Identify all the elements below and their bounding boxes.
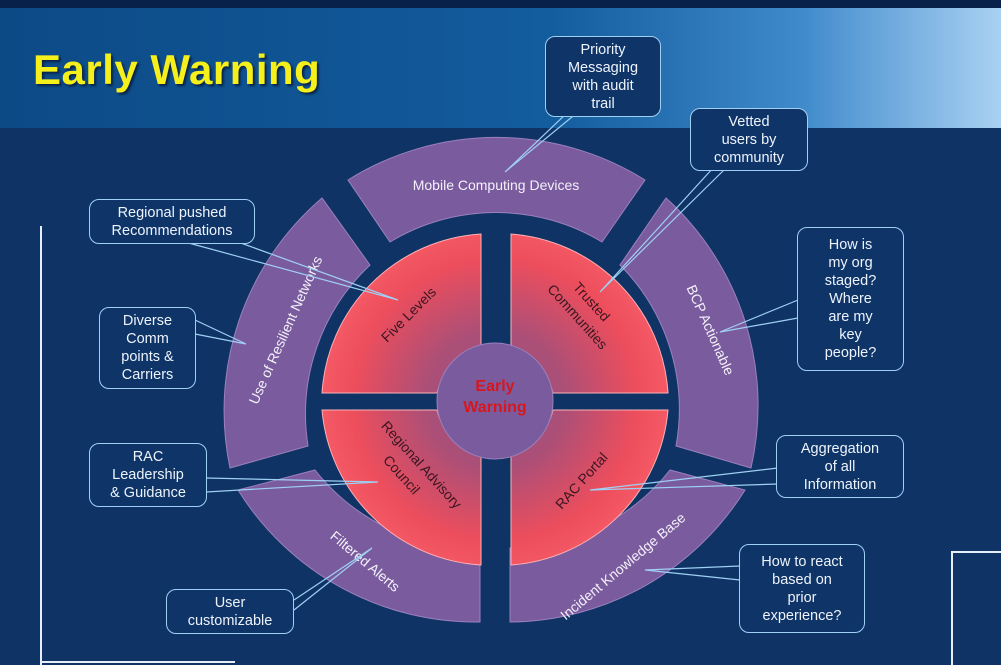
callout-diverse-comm: Diverse Comm points & Carriers	[99, 307, 196, 389]
left-vertical-rule	[40, 226, 42, 665]
center-label-line1: Early	[475, 378, 514, 395]
right-frame-top	[951, 551, 1001, 553]
label-mobile-computing: Mobile Computing Devices	[413, 177, 580, 193]
outer-segment-incident-knowledge	[509, 469, 746, 623]
callout-rac-leadership: RAC Leadership & Guidance	[89, 443, 207, 507]
center-circle	[436, 342, 554, 460]
title-banner	[0, 0, 1001, 128]
callout-regional-pushed: Regional pushed Recommendations	[89, 199, 255, 244]
bottom-rule	[40, 661, 235, 663]
callout-how-to-react: How to react based on prior experience?	[739, 544, 865, 633]
callout-org-staged: How is my org staged? Where are my key p…	[797, 227, 904, 371]
callout-user-customizable: User customizable	[166, 589, 294, 634]
outer-segment-bcp-actionable	[619, 197, 759, 469]
callout-connectors	[184, 111, 799, 611]
top-border	[0, 0, 1001, 8]
right-frame-side	[951, 551, 953, 665]
slide-title: Early Warning	[33, 46, 321, 93]
callout-aggregation: Aggregation of all Information	[776, 435, 904, 498]
callout-vetted-users: Vetted users by community	[690, 108, 808, 171]
outer-segment-mobile-computing	[347, 136, 646, 243]
outer-segment-resilient-networks	[223, 197, 371, 469]
center-label-line2: Warning	[463, 399, 526, 416]
callout-priority-messaging: Priority Messaging with audit trail	[545, 36, 661, 117]
